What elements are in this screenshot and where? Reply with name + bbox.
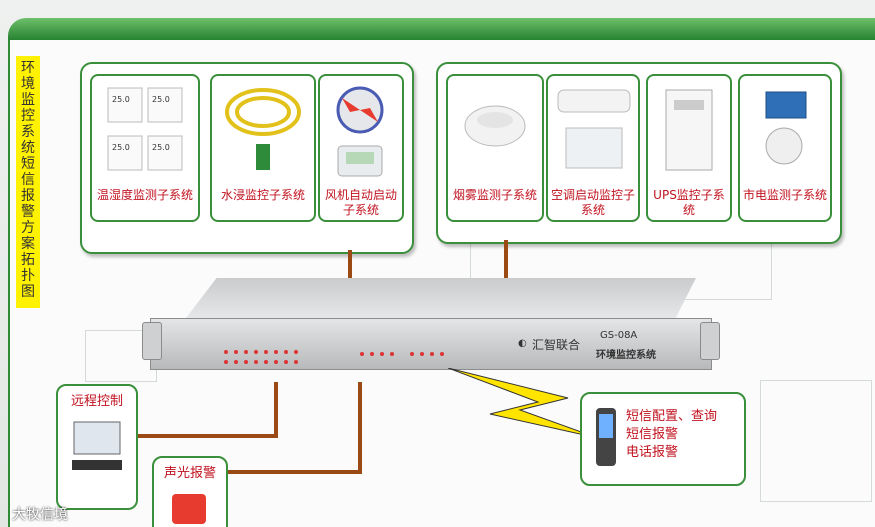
led [234,360,238,364]
power-monitor-icon [765,91,807,165]
subsystem-label: 空调启动监控子系统 [550,188,635,217]
device-brand-icon: ◐ [518,338,527,349]
led [264,350,268,354]
subsystem-card-ups[interactable]: UPS监控子系统 [646,74,732,222]
sound-light-alarm-card[interactable]: 声光报警 [152,456,228,527]
led [254,360,258,364]
subsystem-label: 温湿度监测子系统 [96,188,193,202]
led [360,352,364,356]
fan-icon [336,86,384,177]
subsystem-card-temperature[interactable]: 25.0 25.0 25.0 25.0 温湿度监测子系统 [90,74,200,222]
smoke-detector-icon [464,105,526,147]
phone-icon [596,408,616,466]
subsystem-label: 水浸监控子系统 [220,188,305,202]
led [440,352,444,356]
thermometer-icon: 25.0 25.0 25.0 25.0 [107,87,183,171]
led [370,352,374,356]
subsystem-label: 风机自动启动子系统 [324,188,397,217]
device-brand: 汇智联合 [532,338,581,352]
led [244,350,248,354]
watermark: 大牧信境 [12,507,68,523]
svg-text:25.0: 25.0 [152,95,170,104]
device-top [186,278,696,318]
led [244,360,248,364]
sound-light-alarm-label: 声光报警 [163,466,216,481]
svg-text:25.0: 25.0 [112,143,130,152]
sms-phone-card[interactable]: 短信配置、查询 短信报警 电话报警 [580,392,746,486]
sms-line: 电话报警 [626,445,679,460]
subsystem-label: 市电监测子系统 [742,188,827,202]
device-model: GS-08A [600,330,638,341]
sms-alerts-text: 短信配置、查询 短信报警 电话报警 [626,408,717,462]
cable-alarm-vertical [358,382,362,474]
rack-ear-right [700,322,720,360]
right-subsystem-group: 烟雾监测子系统 空调启动监控子系统 UPS监控子系统 市电监测子系统 [436,62,842,244]
cable-alarm [222,470,362,474]
siren-icon [172,494,206,524]
subsystem-card-power[interactable]: 市电监测子系统 [738,74,832,222]
subsystem-card-ac[interactable]: 空调启动监控子系统 [546,74,640,222]
led [254,350,258,354]
svg-text:25.0: 25.0 [152,143,170,152]
led [284,360,288,364]
gs08a-device[interactable]: ◐ 汇智联合 GS-08A 环境监控系统 [142,278,720,383]
subsystem-card-water[interactable]: 水浸监控子系统 [210,74,316,222]
header-bar [8,18,875,42]
led [274,350,278,354]
subsystem-label: UPS监控子系统 [653,188,725,217]
sms-line: 短信配置、查询 [626,409,718,424]
cable-right [504,240,508,280]
cable-remote [132,434,278,438]
led [284,350,288,354]
led [420,352,424,356]
led [430,352,434,356]
led [390,352,394,356]
bg-grid-line [760,380,872,502]
led [294,350,298,354]
device-name: 环境监控系统 [596,350,656,361]
sms-line: 短信报警 [626,427,679,442]
led [224,350,228,354]
led [224,360,228,364]
svg-text:25.0: 25.0 [112,95,130,104]
led [234,350,238,354]
led [410,352,414,356]
left-subsystem-group: 25.0 25.0 25.0 25.0 温湿度监测子系统 水浸监控子系统 [80,62,414,254]
rack-ear-left [142,322,162,360]
led [294,360,298,364]
ups-icon [665,89,713,171]
subsystem-label: 烟雾监测子系统 [452,188,537,202]
ac-icon [557,89,631,169]
subsystem-card-fan[interactable]: 风机自动启动子系统 [318,74,404,222]
cable-down [274,382,278,437]
remote-control-label: 远程控制 [70,394,123,409]
led [264,360,268,364]
subsystem-card-smoke[interactable]: 烟雾监测子系统 [446,74,544,222]
led [380,352,384,356]
remote-control-card[interactable]: 远程控制 [56,384,138,510]
led [274,360,278,364]
lightning-icon [448,368,598,438]
vertical-title: 环境监控系统短信报警方案拓扑图 [16,56,40,308]
water-sensor-icon [225,88,301,170]
computer-icon [72,421,122,470]
cable-left [348,250,352,290]
